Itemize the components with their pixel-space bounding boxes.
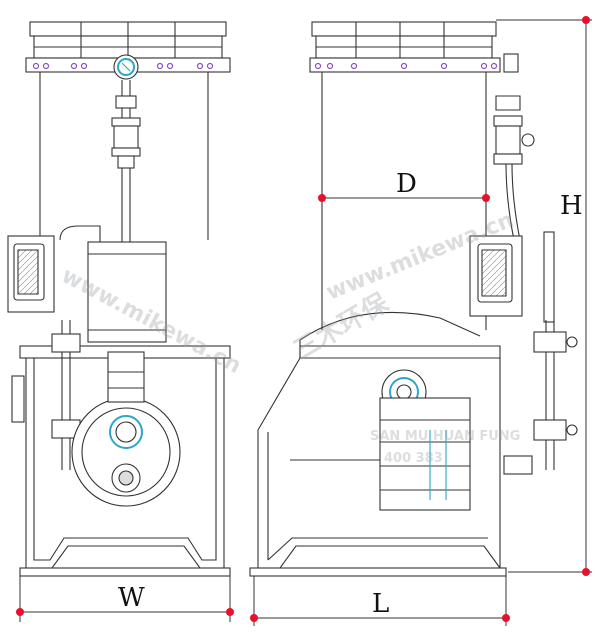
- side-right-valves: [503, 320, 578, 475]
- l-right-marker: [502, 614, 510, 622]
- side-filter-housing: [309, 21, 519, 73]
- front-inlet-pipe: [111, 80, 141, 245]
- front-side-valves: [51, 320, 81, 470]
- front-pump-head: [71, 351, 181, 507]
- length-label: L: [372, 589, 389, 619]
- w-right-marker: [226, 608, 234, 616]
- side-tank-body: [249, 311, 507, 577]
- h-top-marker: [582, 16, 590, 24]
- front-filter-housing: [25, 21, 231, 80]
- d-right-marker: [482, 194, 490, 202]
- watermark-phone: 400 383: [384, 451, 443, 466]
- depth-label: D: [396, 169, 417, 199]
- d-left-marker: [318, 194, 326, 202]
- front-control-box: [7, 235, 55, 313]
- side-view: [249, 21, 578, 577]
- side-control-box: [469, 231, 555, 323]
- watermark-company: SAN MU HUAN FUNG: [370, 429, 520, 444]
- side-valve-column: [493, 95, 535, 241]
- w-left-marker: [16, 608, 24, 616]
- front-view: [7, 21, 231, 577]
- h-bottom-marker: [582, 568, 590, 576]
- width-label: W: [118, 583, 145, 613]
- l-left-marker: [250, 614, 258, 622]
- dimension-lines: [19, 19, 592, 626]
- side-pump-flange: [379, 369, 471, 511]
- dimension-markers: [16, 16, 590, 622]
- front-motor: [59, 225, 167, 343]
- height-label: H: [560, 191, 583, 221]
